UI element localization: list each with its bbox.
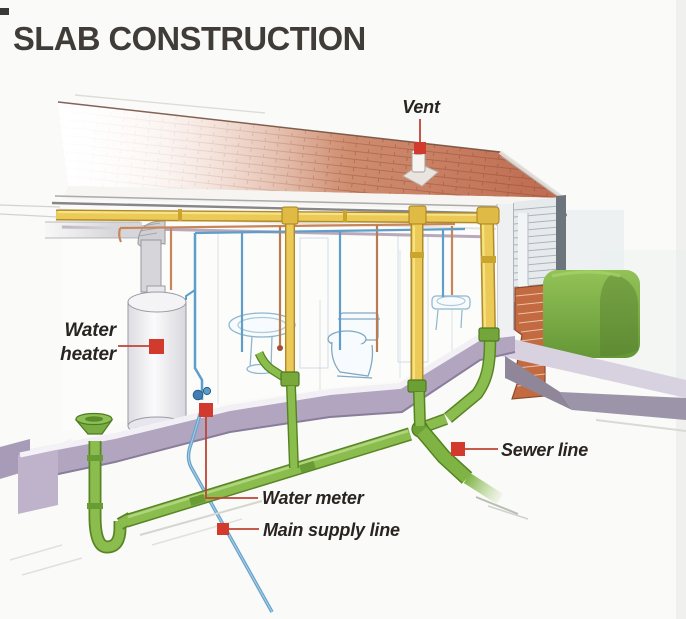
label-sewer-line: Sewer line [501,440,589,460]
label-vent: Vent [402,97,440,117]
water-meter-marker [199,403,213,417]
diagram-title: SLAB CONSTRUCTION [13,20,366,57]
main-supply-marker [217,523,229,535]
toilet-sketch [327,312,380,379]
label-main-supply-line: Main supply line [263,520,400,540]
vent-marker [414,142,426,154]
hedge [543,270,640,358]
walkway [500,336,686,432]
water-heater-marker [149,339,164,354]
label-water-heater: Water heater [60,320,116,365]
flue-duct [45,220,166,293]
sewer-pipes [74,339,529,554]
door-sketch [299,237,329,369]
sewer-line-marker [451,442,465,456]
callout-markers [118,119,498,535]
main-supply-pipe [186,407,274,613]
water-meter-device [192,386,212,401]
corner-board [556,195,566,290]
sink-sketch-right [431,295,471,331]
drain-waste-vent-pipes [55,205,500,469]
label-water-meter: Water meter [262,488,364,508]
supply-lines [118,222,466,401]
roof [57,101,565,202]
